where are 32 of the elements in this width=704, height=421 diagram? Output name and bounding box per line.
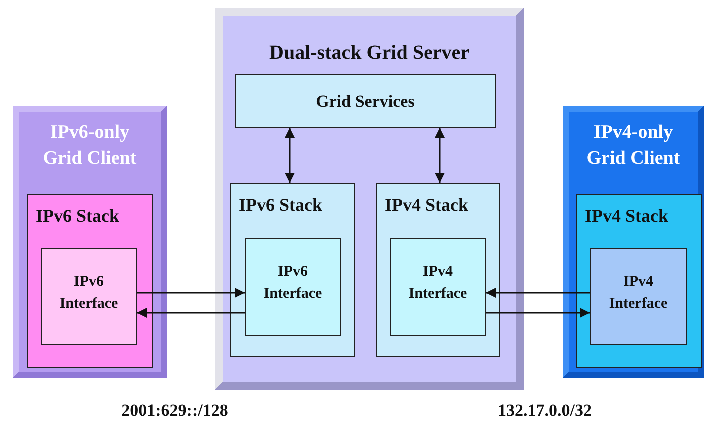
box-label: IPv4 Stack — [385, 194, 470, 217]
stack-box — [230, 183, 355, 357]
address-label: 2001:629::/128 — [120, 400, 230, 421]
client-panel — [13, 106, 167, 378]
stack-box — [576, 194, 702, 368]
panel-title: IPv6-only Grid Client — [42, 121, 138, 171]
arrow — [435, 128, 445, 183]
arrow — [137, 288, 245, 298]
box-label: Grid Services — [315, 91, 416, 113]
box-label: IPv4 Stack — [585, 205, 670, 228]
box-label: IPv6 Stack — [36, 205, 121, 228]
interface-box — [41, 248, 137, 345]
arrow — [486, 308, 590, 318]
box-label: IPv4 Interface — [608, 273, 669, 314]
panel-title: Dual-stack Grid Server — [268, 41, 470, 66]
box-label: IPv6 Interface — [262, 263, 324, 304]
arrow — [486, 288, 590, 298]
address-label: 132.17.0.0/32 — [497, 400, 593, 421]
box-label: IPv6 Interface — [58, 273, 120, 314]
panel-title: IPv4-only Grid Client — [586, 121, 682, 171]
stack-box — [376, 183, 500, 357]
arrow — [137, 308, 245, 318]
server-panel — [215, 8, 524, 390]
stack-box — [27, 194, 153, 368]
interface-box — [245, 238, 341, 336]
box-label: IPv4 Interface — [408, 263, 468, 304]
arrow — [285, 128, 295, 183]
interface-box — [390, 238, 486, 336]
box-label: IPv6 Stack — [239, 194, 324, 217]
services-box — [235, 74, 496, 128]
client-panel — [563, 106, 704, 378]
interface-box — [590, 248, 687, 345]
